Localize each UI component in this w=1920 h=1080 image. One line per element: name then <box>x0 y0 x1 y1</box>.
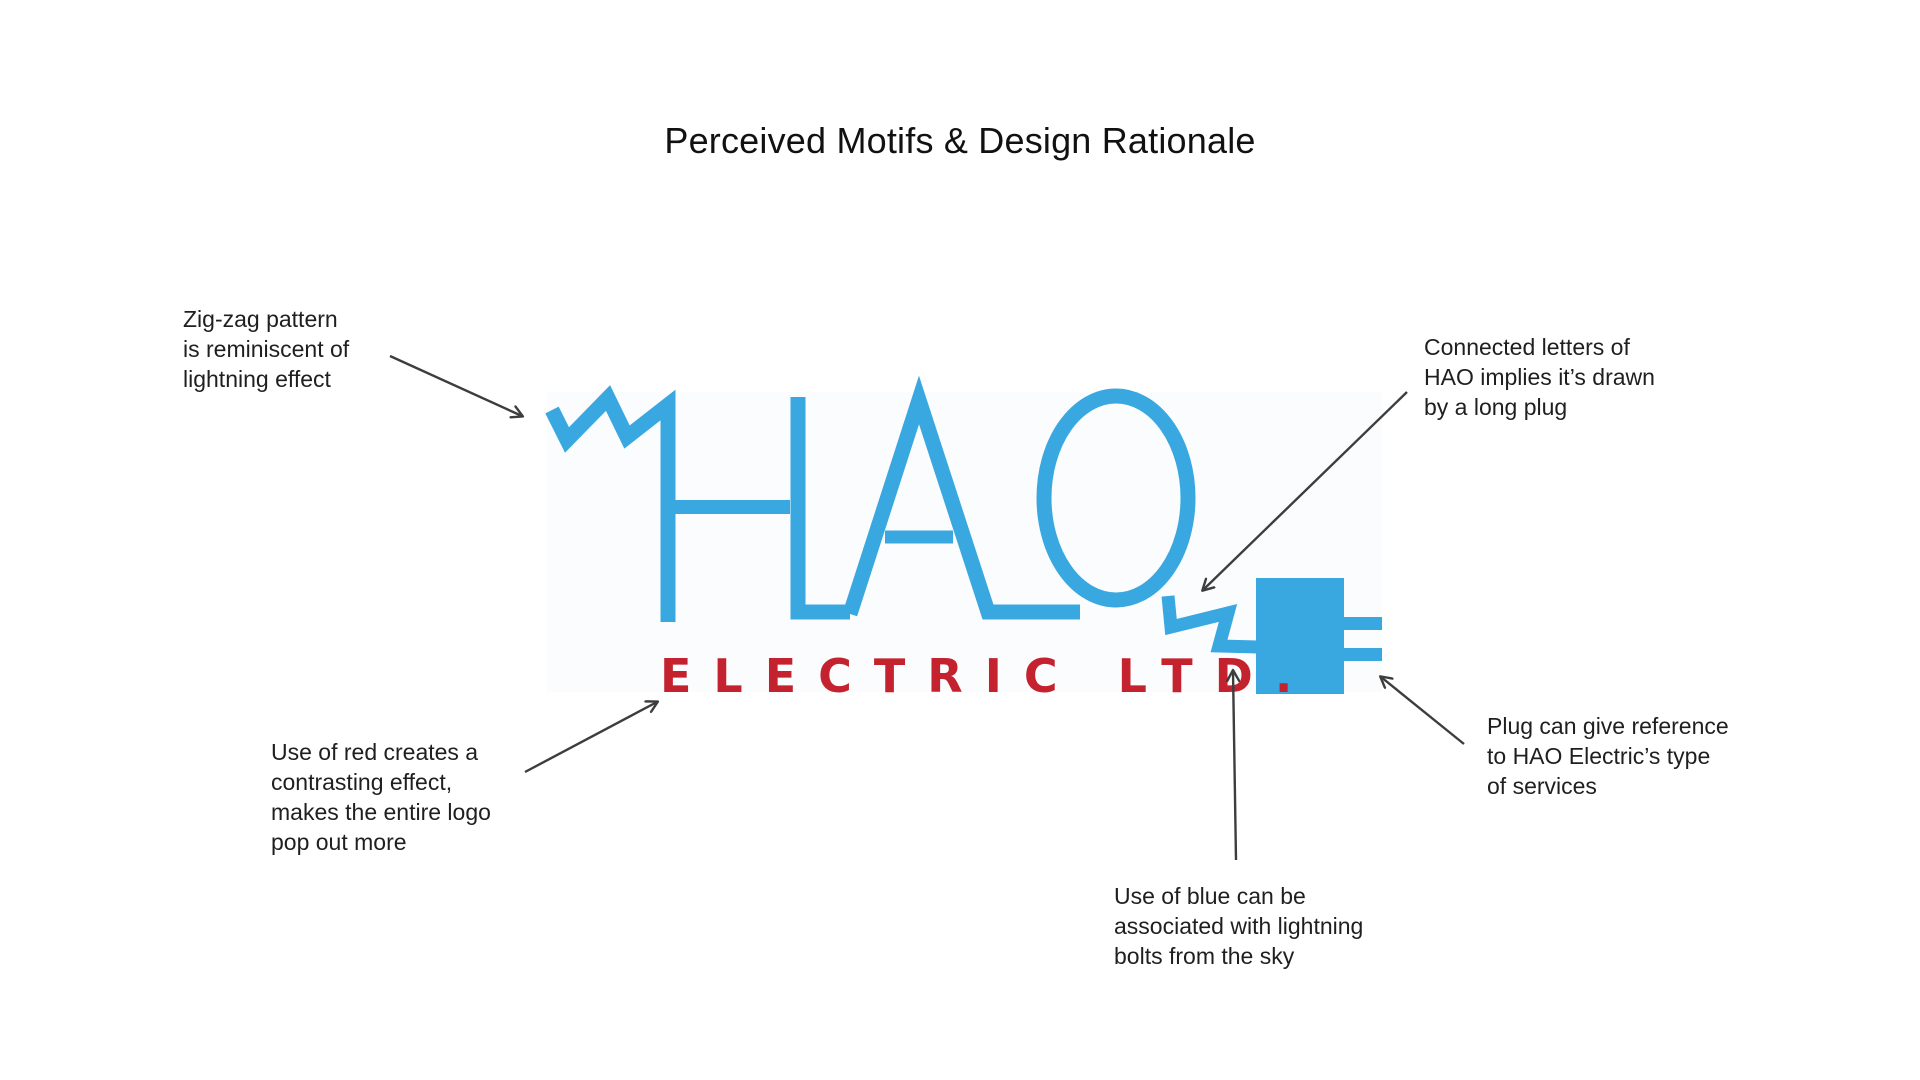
annotation-red-line: pop out more <box>271 829 407 855</box>
annotation-blue-line: Use of blue can be <box>1114 883 1306 909</box>
page-title: Perceived Motifs & Design Rationale <box>664 120 1256 162</box>
annotation-connected-line: HAO implies it’s drawn <box>1424 364 1655 390</box>
annotation-zigzag-line: Zig-zag pattern <box>183 306 338 332</box>
plug-icon <box>1256 578 1382 694</box>
annotation-connected-line: by a long plug <box>1424 394 1568 420</box>
arrow-icon-zigzag <box>389 354 522 416</box>
arrow-icon-red <box>524 702 657 774</box>
letter-o <box>1036 388 1196 608</box>
annotation-red-line: makes the entire logo <box>271 799 491 825</box>
annotation-blue: Use of blue can be associated with light… <box>1114 881 1363 971</box>
letter-a <box>842 375 1080 620</box>
zigzag-lightning-icon <box>545 385 676 622</box>
annotation-zigzag-line: is reminiscent of <box>183 336 350 362</box>
annotation-plug: Plug can give reference to HAO Electric’… <box>1487 711 1729 801</box>
annotation-blue-line: bolts from the sky <box>1114 943 1295 969</box>
annotation-plug-line: of services <box>1487 773 1597 799</box>
annotation-blue-line: associated with lightning <box>1114 913 1364 939</box>
letter-h-right-stem <box>790 397 850 620</box>
arrow-icon-blue <box>1233 671 1236 861</box>
annotation-connected-letters: Connected letters of HAO implies it’s dr… <box>1424 332 1655 422</box>
annotation-red-line: Use of red creates a <box>271 739 479 765</box>
hao-logo: ELECTRIC LTD. <box>545 375 1382 703</box>
logo-subtitle: ELECTRIC LTD. <box>660 649 1314 703</box>
arrow-icon-plug <box>1381 677 1465 745</box>
annotation-zigzag: Zig-zag pattern is reminiscent of lightn… <box>183 304 349 394</box>
annotation-red-line: contrasting effect, <box>271 769 453 795</box>
plug-cord <box>1161 595 1259 654</box>
annotation-plug-line: Plug can give reference <box>1487 713 1729 739</box>
annotation-red: Use of red creates a contrasting effect,… <box>271 737 491 857</box>
arrow-icon-connected <box>1203 391 1408 590</box>
annotation-connected-line: Connected letters of <box>1424 334 1630 360</box>
annotation-zigzag-line: lightning effect <box>183 366 331 392</box>
annotation-plug-line: to HAO Electric’s type <box>1487 743 1711 769</box>
